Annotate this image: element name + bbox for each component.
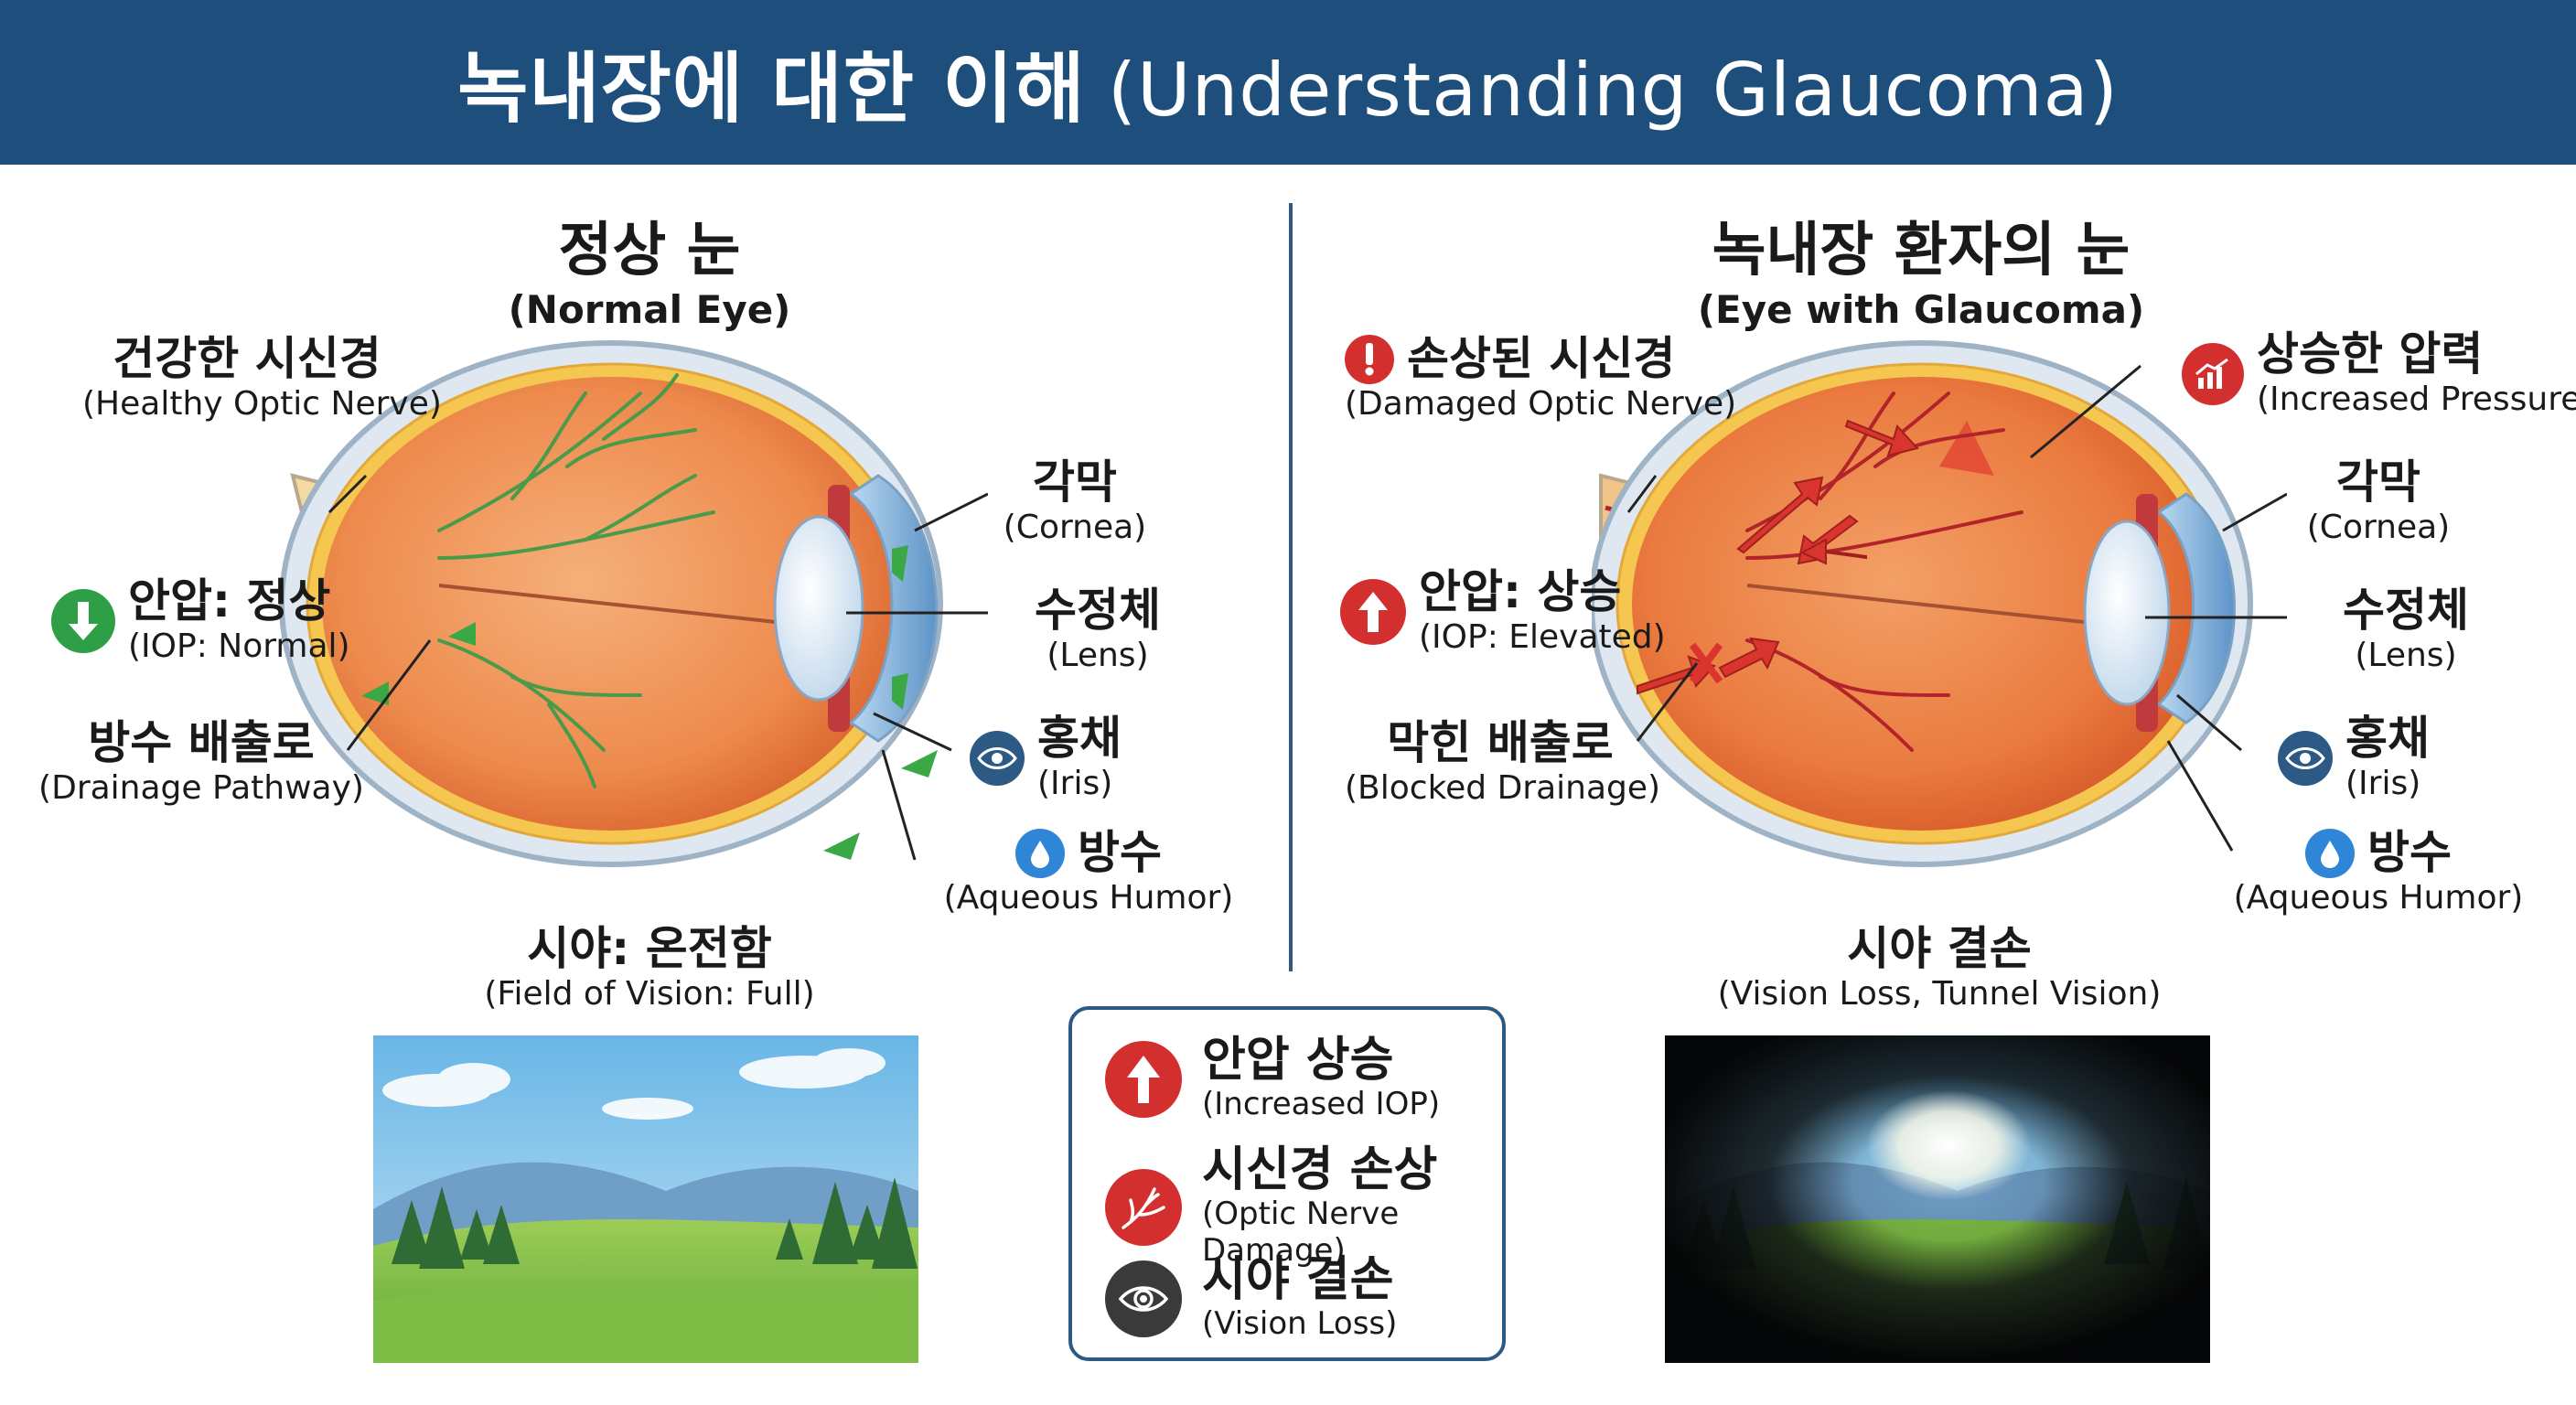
normal-vision-en: (Field of Vision: Full) — [484, 975, 815, 1013]
cornea-normal-ko: 각막 — [1033, 456, 1117, 509]
legend-item-vision-loss: 시야 결손 (Vision Loss) — [1105, 1255, 1397, 1342]
legend-item-optic-nerve-damage: 시신경 손상 (Optic Nerve Damage) — [1105, 1145, 1502, 1270]
iris-glaucoma-ko: 홍채 — [2345, 712, 2430, 765]
legend-vision-loss-ko: 시야 결손 — [1202, 1252, 1394, 1307]
label-iris-normal: 홍채 (Iris) — [970, 713, 1122, 803]
cornea — [848, 474, 939, 743]
normal-vision-heading: 시야: 온전함 (Field of Vision: Full) — [457, 924, 842, 1014]
lens-normal-en: (Lens) — [1046, 637, 1149, 674]
exclamation-icon — [1345, 334, 1394, 384]
water-drop-icon — [1015, 828, 1065, 878]
arrow-up-icon — [1105, 1040, 1182, 1118]
iop-elevated-ko: 안압: 상승 — [1419, 565, 1622, 618]
label-healthy-optic-nerve: 건강한 시신경 (Healthy Optic Nerve) — [82, 332, 442, 424]
legend-optic-nerve-damage-en: (Optic Nerve Damage) — [1202, 1195, 1400, 1270]
label-increased-pressure: 상승한 압력 (Increased Pressure) — [2182, 329, 2576, 419]
lens-normal-ko: 수정체 — [1035, 584, 1161, 637]
glaucoma-vision-en: (Vision Loss, Tunnel Vision) — [1717, 975, 2162, 1013]
iop-elevated-en: (IOP: Elevated) — [1419, 618, 1666, 656]
page-title-ko: 녹내장에 대한 이해 — [457, 43, 1086, 134]
arrow-up-icon — [1340, 579, 1406, 646]
normal-eye-diagram — [279, 340, 988, 867]
label-iris-glaucoma: 홍채 (Iris) — [2278, 713, 2430, 803]
pressure-arrows — [1637, 419, 1919, 695]
lens-glaucoma-ko: 수정체 — [2343, 584, 2469, 637]
increased-pressure-en: (Increased Pressure) — [2257, 381, 2576, 418]
normal-vision-ko: 시야: 온전함 — [527, 922, 772, 975]
cornea-normal-en: (Cornea) — [1003, 509, 1147, 546]
page-title: 녹내장에 대한 이해(Understanding Glaucoma) — [457, 27, 2119, 138]
blocked-drainage-x-icon — [1689, 642, 1723, 684]
drainage-pathway-en: (Drainage Pathway) — [38, 769, 364, 807]
label-blocked-drainage: 막힌 배출로 (Blocked Drainage) — [1345, 716, 1661, 808]
blocked-drainage-en: (Blocked Drainage) — [1345, 769, 1661, 807]
aqueous-normal-ko: 방수 — [1078, 826, 1162, 879]
arrow-down-icon — [51, 589, 115, 654]
label-cornea-normal: 각막 (Cornea) — [993, 457, 1157, 547]
legend-item-increased-iop: 안압 상승 (Increased IOP) — [1105, 1035, 1440, 1122]
glaucoma-eye-heading: 녹내장 환자의 눈 (Eye with Glaucoma) — [1637, 203, 2205, 332]
water-drop-icon — [2305, 828, 2355, 878]
glaucoma-eye-title-en: (Eye with Glaucoma) — [1697, 287, 2145, 332]
legend-vision-loss-en: (Vision Loss) — [1202, 1304, 1398, 1342]
label-iop-normal: 안압: 정상 (IOP: Normal) — [51, 576, 350, 666]
damaged-nerve-icon — [1105, 1169, 1182, 1247]
aqueous-flow-arrows — [361, 545, 938, 860]
cornea-glaucoma — [2156, 492, 2236, 724]
legend-box: 안압 상승 (Increased IOP) 시신경 손상 (Optic Nerv… — [1068, 1006, 1506, 1361]
damaged-optic-nerve-ko: 손상된 시신경 — [1407, 332, 1676, 385]
legend-optic-nerve-damage-ko: 시신경 손상 — [1202, 1142, 1438, 1197]
iop-normal-en: (IOP: Normal) — [128, 627, 350, 665]
tunnel-vision-landscape — [1665, 1035, 2210, 1363]
lens — [773, 515, 864, 702]
eye-icon — [2278, 731, 2333, 787]
healthy-optic-nerve-en: (Healthy Optic Nerve) — [82, 385, 442, 423]
label-aqueous-glaucoma: 방수 (Aqueous Humor) — [2232, 828, 2525, 917]
legend-increased-iop-ko: 안압 상승 — [1202, 1033, 1394, 1088]
rising-chart-icon — [2182, 343, 2244, 406]
full-vision-landscape — [373, 1035, 918, 1363]
glaucoma-vision-heading: 시야 결손 (Vision Loss, Tunnel Vision) — [1701, 924, 2177, 1014]
glaucoma-vision-ko: 시야 결손 — [1847, 922, 2032, 975]
label-cornea-glaucoma: 각막 (Cornea) — [2296, 457, 2461, 547]
label-lens-normal: 수정체 (Lens) — [1025, 585, 1171, 675]
label-drainage-pathway: 방수 배출로 (Drainage Pathway) — [27, 718, 375, 808]
glaucoma-eye-title-ko: 녹내장 환자의 눈 — [1712, 217, 2131, 284]
iris-normal-en: (Iris) — [1037, 765, 1113, 802]
lens-glaucoma — [2083, 520, 2171, 706]
lens-glaucoma-en: (Lens) — [2355, 637, 2457, 674]
drainage-pathway-ko: 방수 배출로 — [88, 716, 315, 769]
header-banner: 녹내장에 대한 이해(Understanding Glaucoma) — [0, 0, 2576, 165]
cornea-glaucoma-ko: 각막 — [2336, 456, 2420, 509]
normal-eye-heading: 정상 눈 (Normal Eye) — [421, 203, 878, 332]
eye-icon — [1105, 1260, 1182, 1337]
cornea-glaucoma-en: (Cornea) — [2306, 509, 2451, 546]
damaged-optic-nerve-en: (Damaged Optic Nerve) — [1345, 385, 1737, 423]
label-aqueous-normal: 방수 (Aqueous Humor) — [942, 828, 1235, 917]
page-title-en: (Understanding Glaucoma) — [1107, 47, 2119, 133]
iris-glaucoma-en: (Iris) — [2345, 765, 2421, 802]
aqueous-normal-en: (Aqueous Humor) — [943, 879, 1234, 917]
normal-eye-title-en: (Normal Eye) — [508, 287, 791, 332]
glaucoma-eye-diagram — [1592, 340, 2287, 867]
label-damaged-optic-nerve: 손상된 시신경 (Damaged Optic Nerve) — [1345, 334, 1736, 424]
healthy-vessels — [437, 373, 715, 788]
blocked-drainage-ko: 막힌 배출로 — [1387, 716, 1614, 769]
iris-normal-ko: 홍채 — [1037, 712, 1122, 765]
label-iop-elevated: 안압: 상승 (IOP: Elevated) — [1340, 567, 1666, 657]
iop-normal-ko: 안압: 정상 — [128, 574, 331, 627]
label-lens-glaucoma: 수정체 (Lens) — [2333, 585, 2479, 675]
section-divider — [1289, 203, 1293, 971]
aqueous-glaucoma-ko: 방수 — [2367, 826, 2452, 879]
eye-icon — [970, 731, 1025, 787]
legend-increased-iop-en: (Increased IOP) — [1202, 1085, 1441, 1122]
aqueous-glaucoma-en: (Aqueous Humor) — [2233, 879, 2524, 917]
healthy-optic-nerve-ko: 건강한 시신경 — [113, 332, 381, 385]
normal-eye-title-ko: 정상 눈 — [558, 217, 741, 284]
increased-pressure-ko: 상승한 압력 — [2257, 327, 2484, 381]
